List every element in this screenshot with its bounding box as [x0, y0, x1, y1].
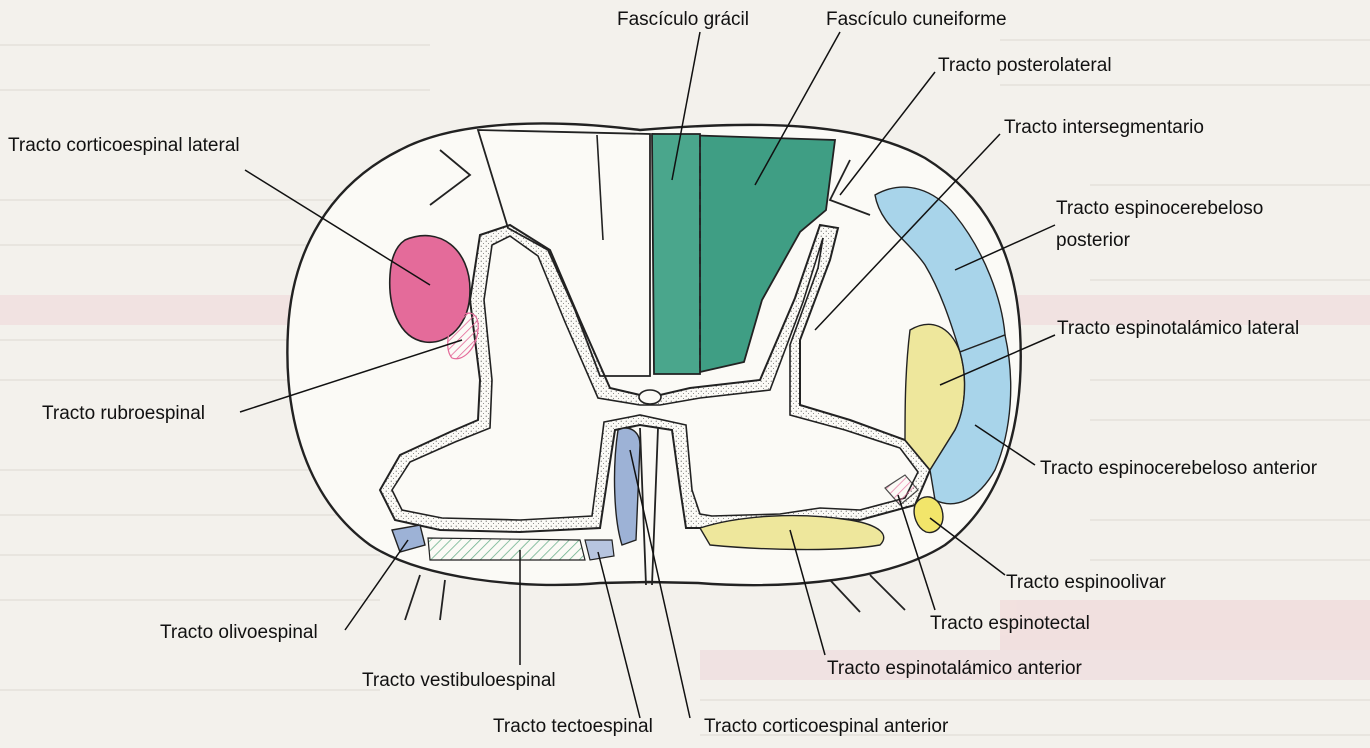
- label-vestibuloespinal: Tracto vestibuloespinal: [362, 670, 556, 691]
- label-olivoespinal: Tracto olivoespinal: [160, 622, 318, 643]
- label-espinocerebeloso-posterior-line2: posterior: [1056, 230, 1130, 251]
- label-tracto-intersegmentario: Tracto intersegmentario: [1004, 117, 1204, 138]
- vestibuloespinal-region: [427, 537, 586, 561]
- gray-matter: [391, 235, 919, 521]
- espinocerebeloso-anterior-region: [929, 334, 1012, 505]
- label-corticoespinal-anterior: Tracto corticoespinal anterior: [704, 716, 949, 737]
- label-corticoespinal-lateral: Tracto corticoespinal lateral: [8, 135, 240, 156]
- label-rubroespinal: Tracto rubroespinal: [42, 403, 205, 424]
- label-tracto-posterolateral: Tracto posterolateral: [938, 55, 1112, 76]
- rubroespinal-region: [447, 312, 479, 360]
- label-fasciculo-cuneiforme: Fascículo cuneiforme: [826, 9, 1007, 30]
- espinotalamico-anterior-region: [698, 514, 885, 551]
- corticoespinal-lateral-region: [388, 234, 471, 344]
- label-espinotalamico-lateral: Tracto espinotalámico lateral: [1057, 318, 1300, 339]
- label-espinoolivar: Tracto espinoolivar: [1006, 572, 1166, 593]
- central-canal: [638, 389, 662, 405]
- label-espinocerebeloso-anterior: Tracto espinocerebeloso anterior: [1040, 458, 1318, 479]
- tectoespinal-region: [584, 539, 615, 561]
- leader-lines: [239, 31, 1056, 719]
- label-espinotectal: Tracto espinotectal: [930, 613, 1090, 634]
- label-tectoespinal: Tracto tectoespinal: [493, 716, 653, 737]
- left-septum-line: [596, 134, 604, 241]
- label-espinocerebeloso-posterior-line1: Tracto espinocerebeloso: [1056, 198, 1264, 219]
- espinoolivar-region: [913, 496, 944, 534]
- label-espinotalamico-anterior: Tracto espinotalámico anterior: [827, 658, 1082, 679]
- corticoespinal-anterior-region: [613, 427, 641, 546]
- label-fasciculo-gracil: Fascículo grácil: [617, 9, 749, 30]
- fasciculo-gracil-region: [651, 133, 701, 375]
- espinotectal-region: [884, 474, 919, 506]
- olivoespinal-region: [391, 524, 426, 553]
- nerve-rootlets: [404, 149, 906, 621]
